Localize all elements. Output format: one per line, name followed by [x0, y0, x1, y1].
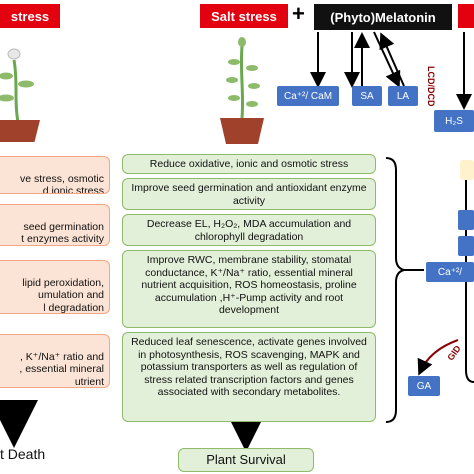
middle-effect-1: Reduce oxidative, ionic and osmotic stre… [122, 154, 376, 174]
salt-plant-illustration [220, 37, 264, 144]
ca-right-label: Ca⁺²/ [437, 266, 463, 278]
middle-effect-1-text: Reduce oxidative, ionic and osmotic stre… [149, 158, 349, 170]
left-effect-1: ve stress, osmotic d ionic stress [0, 156, 110, 194]
phyto-melatonin-label: (Phyto)Melatonin [330, 9, 436, 25]
sa-box: SA [352, 86, 382, 106]
ga-box: GA [408, 376, 440, 396]
middle-outcome-text: Plant Survival [206, 451, 286, 467]
left-stress-label: stress [10, 8, 50, 24]
middle-effect-3: Decrease EL, H₂O₂, MDA accumulation and … [122, 214, 376, 246]
middle-effect-5-text: Reduced leaf senescence, activate genes … [131, 336, 367, 398]
left-outcome: t Death [0, 446, 46, 462]
salt-stress-header: Salt stress [200, 4, 288, 28]
middle-outcome-box: Plant Survival [178, 448, 314, 472]
right-blue-box-2 [458, 236, 474, 256]
phyto-melatonin-header: (Phyto)Melatonin [314, 4, 452, 30]
yellow-box-fragment [460, 160, 474, 180]
middle-effect-2-text: Improve seed germination and antioxidant… [131, 182, 367, 207]
left-effect-3-text: lipid peroxidation, umulation and l degr… [22, 276, 104, 314]
left-effect-1-text: ve stress, osmotic d ionic stress [19, 172, 104, 194]
right-blue-box-1 [458, 210, 474, 230]
left-effect-2: seed germination t enzymes activity [0, 204, 110, 246]
plus-sign: + [292, 1, 305, 26]
ca-cam-label: Ca⁺²/ CaM [283, 90, 333, 102]
left-effect-2-text: seed germination t enzymes activity [21, 220, 104, 246]
middle-effect-4: Improve RWC, membrane stability, stomata… [122, 250, 376, 328]
ca-cam-box: Ca⁺²/ CaM [277, 86, 339, 106]
left-effect-4: , K⁺/Na⁺ ratio and , essential mineral u… [0, 334, 110, 388]
middle-effect-2: Improve seed germination and antioxidant… [122, 178, 376, 210]
salt-stress-label: Salt stress [211, 8, 277, 24]
middle-effect-5: Reduced leaf senescence, activate genes … [122, 332, 376, 422]
lcd-dcd-label: LCD/DCD [426, 66, 436, 107]
left-effect-4-text: , K⁺/Na⁺ ratio and , essential mineral u… [19, 350, 104, 388]
h2s-box: H₂S [434, 110, 474, 132]
ca-right-box: Ca⁺²/ [426, 262, 474, 282]
left-effect-3: lipid peroxidation, umulation and l degr… [0, 260, 110, 314]
ga-label: GA [416, 380, 432, 392]
middle-effect-4-text: Improve RWC, membrane stability, stomata… [141, 254, 357, 316]
sa-label: SA [360, 90, 374, 102]
h2s-label: H₂S [445, 115, 463, 127]
la-label: LA [396, 90, 410, 102]
left-stress-header: stress [0, 4, 60, 28]
middle-effect-3-text: Decrease EL, H₂O₂, MDA accumulation and … [146, 218, 352, 243]
right-header-fragment [458, 4, 474, 28]
la-box: LA [388, 86, 418, 106]
left-plant-illustration [0, 48, 40, 142]
